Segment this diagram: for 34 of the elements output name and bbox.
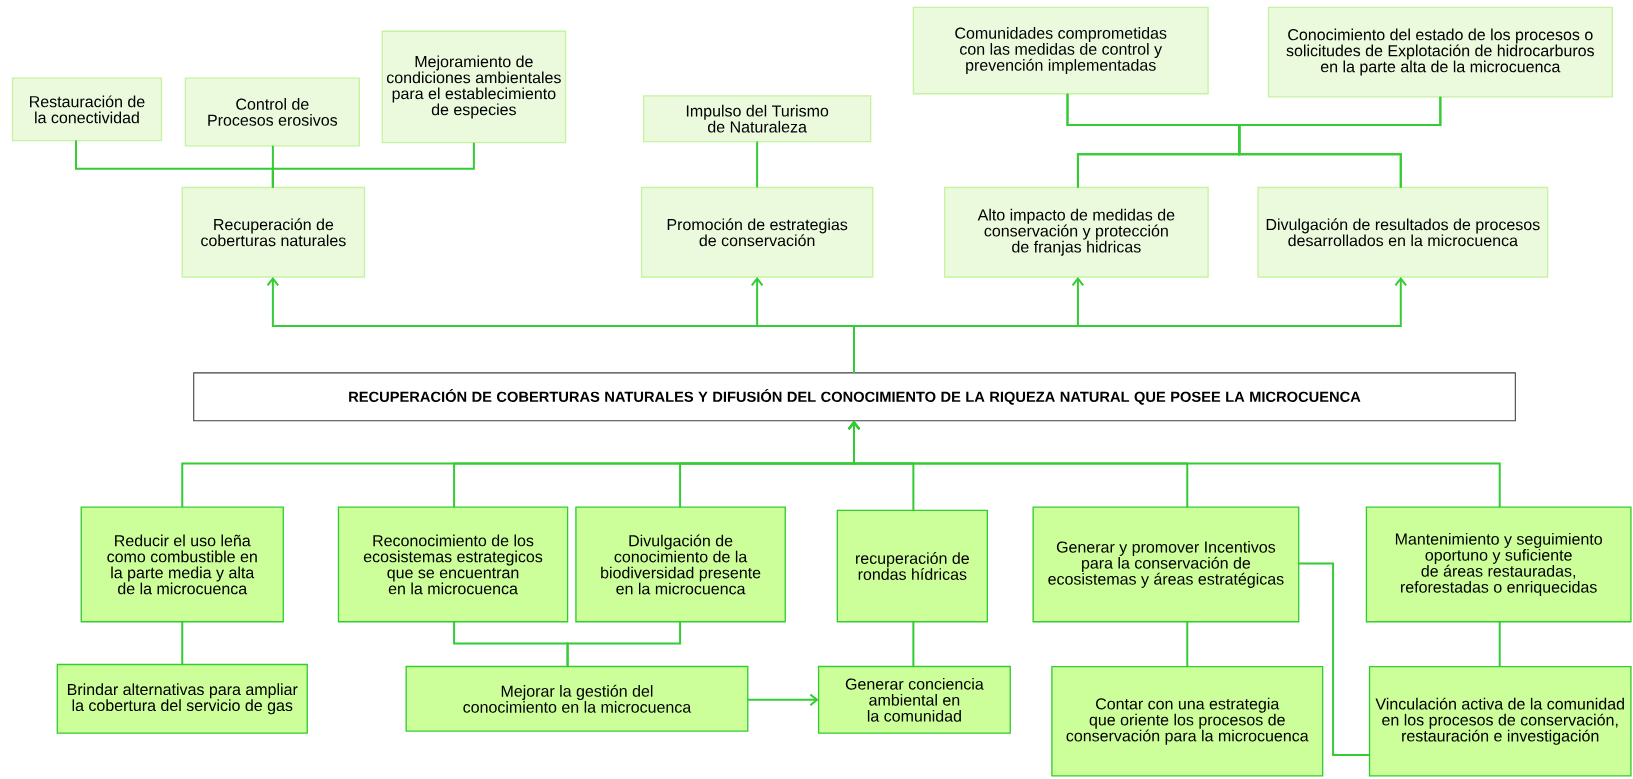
top-box: Promoción de estrategias de conservación [640,186,874,278]
arrow [847,420,1501,509]
top-box: Recuperación de coberturas naturales [181,186,366,278]
connector-line [1297,562,1371,757]
core-problem-box: RECUPERACIÓN DE COBERTURAS NATURALES Y DIFUSIÓN DEL CONOCIMIENTO DE LA RIQUEZA NATURAL QUE POSEE LA MICROCUENCA [193,372,1516,422]
top-box: Divulgación de resultados de procesos desarrollados en la microcuenca [1257,186,1549,278]
connector-line [271,141,475,189]
connector-line [566,620,682,668]
cause-box: Mantenimiento y seguimiento oportuno y suficiente de áreas restauradas, reforestadas o enriquecidas [1365,506,1632,623]
connector-line [756,140,759,189]
cause-box: Contar con una estrategia que oriente los procesos de conservación para la microcuenca [1051,665,1324,777]
arrow [746,693,819,707]
connector-line [1238,95,1442,189]
connector-line [912,620,915,668]
connector-line [1498,620,1501,668]
connector-line [1186,620,1189,668]
cause-box: Brindar alternativas para ampliar la cobertura del servicio de gas [56,663,308,734]
cause-box: Reducir el uso leña como combustible en la parte media y alta de la microcuenca [80,506,284,623]
cause-box: Divulgación de conocimiento de la biodiversidad presente en la microcuenca [575,506,786,623]
cause-box: Generar conciencia ambiental en la comunidad [817,665,1011,734]
cause-box: Vinculación activa de la comunidad en los procesos de conservación, restauración e investigación [1368,665,1632,777]
connector-line [181,620,184,666]
top-box: Impulso del Turismo de Naturaleza [642,95,872,143]
cause-box: recuperación de rondas hídricas [836,509,988,623]
top-box: Conocimiento del estado de los procesos o solicitudes de Explotación de hidrocarburos en la parte alta de la microcuenca [1267,6,1613,98]
cause-box: Mejorar la gestión del conocimiento en la microcuenca [405,665,749,732]
top-box: Comunidades comprometidas con las medidas de control y prevención implementadas [912,6,1209,95]
cause-box: Reconocimiento de los ecosistemas estrategicos que se encuentran en la microcuenca [337,506,569,623]
arrow [853,277,1408,374]
cause-box: Generar y promover Incentivos para la conservación de ecosistemas y áreas estratégicas [1032,506,1300,623]
top-box: Restauración de la conectividad [11,77,163,142]
top-box: Alto impacto de medidas de conservación y protección de franjas hidricas [943,186,1209,278]
top-box: Control de Procesos erosivos [184,77,360,147]
top-box: Mejoramiento de condiciones ambientales para el establecimiento de especies [381,30,567,144]
